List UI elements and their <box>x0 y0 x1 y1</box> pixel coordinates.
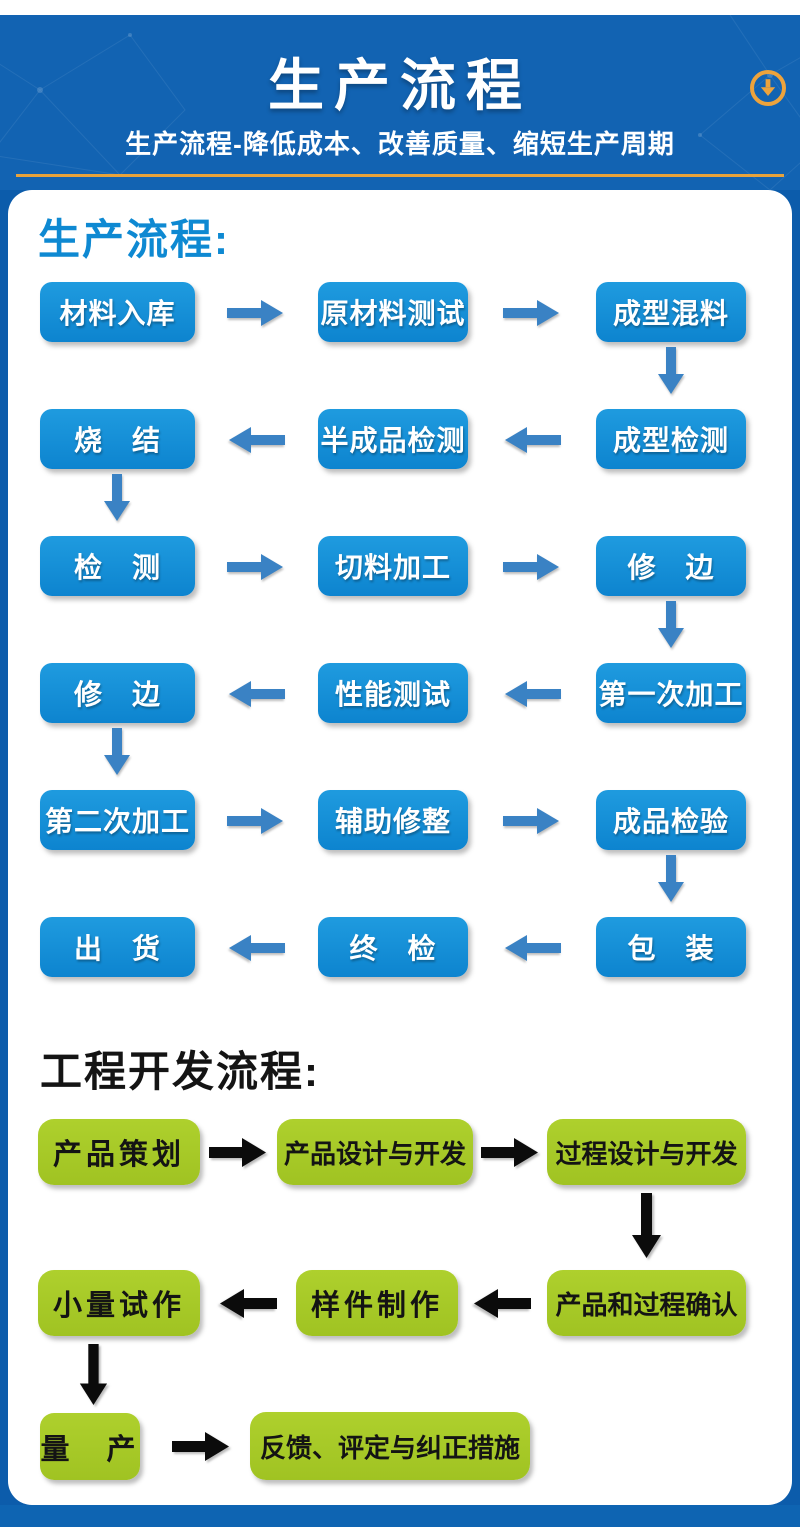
page-subtitle: 生产流程-降低成本、改善质量、缩短生产周期 <box>125 129 675 159</box>
arrow-down-icon <box>104 728 130 775</box>
arrow-right-icon <box>209 1138 266 1167</box>
arrow-right-icon <box>503 300 559 326</box>
process-step-cutting: 切料加工 <box>318 536 468 596</box>
arrow-left-icon <box>229 681 285 707</box>
arrow-left-icon <box>505 681 561 707</box>
gold-divider <box>16 174 784 177</box>
process-step-auxiliary-finishing: 辅助修整 <box>318 790 468 850</box>
arrow-left-icon <box>229 935 285 961</box>
process-step-shipment: 出 货 <box>40 917 195 977</box>
arrow-right-icon <box>172 1432 229 1461</box>
process-step-sintering: 烧 结 <box>40 409 195 469</box>
process-step-material-in: 材料入库 <box>40 282 195 342</box>
development-flow-heading: 工程开发流程: <box>40 1048 320 1095</box>
arrow-left-icon <box>505 935 561 961</box>
dev-step-process-design: 过程设计与开发 <box>547 1119 746 1185</box>
arrow-down-icon <box>632 1193 661 1258</box>
arrow-left-icon <box>474 1289 531 1318</box>
process-step-performance-test: 性能测试 <box>318 663 468 723</box>
process-step-second-machining: 第二次加工 <box>40 790 195 850</box>
process-step-final-inspection: 终 检 <box>318 917 468 977</box>
arrow-right-icon <box>503 808 559 834</box>
arrow-down-icon <box>658 347 684 394</box>
dev-step-sample-making: 样件制作 <box>296 1270 458 1336</box>
arrow-down-icon <box>658 855 684 902</box>
down-arrow-glyph <box>760 79 776 96</box>
dev-step-product-design: 产品设计与开发 <box>277 1119 473 1185</box>
page-header: 生产流程 生产流程-降低成本、改善质量、缩短生产周期 <box>0 15 800 190</box>
process-step-finished-inspection: 成品检验 <box>596 790 746 850</box>
arrow-down-icon <box>104 474 130 521</box>
process-step-packing: 包 装 <box>596 917 746 977</box>
production-flow-heading: 生产流程: <box>38 216 230 263</box>
arrow-right-icon <box>227 554 283 580</box>
arrow-right-icon <box>481 1138 538 1167</box>
dev-step-product-process-confirmation: 产品和过程确认 <box>547 1270 746 1336</box>
arrow-down-icon <box>79 1344 108 1406</box>
dev-step-mass-production: 量 产 <box>40 1413 140 1480</box>
arrow-right-icon <box>503 554 559 580</box>
arrow-right-icon <box>227 808 283 834</box>
process-step-mix-molding: 成型混料 <box>596 282 746 342</box>
dev-step-product-planning: 产品策划 <box>38 1119 200 1185</box>
process-step-trimming-1: 修 边 <box>596 536 746 596</box>
process-step-trimming-2: 修 边 <box>40 663 195 723</box>
footer-bar <box>0 1505 800 1527</box>
top-white-strip <box>0 0 800 15</box>
arrow-left-icon <box>505 427 561 453</box>
process-step-inspection: 检 测 <box>40 536 195 596</box>
arrow-right-icon <box>227 300 283 326</box>
process-step-semi-finished-inspection: 半成品检测 <box>318 409 468 469</box>
process-step-raw-material-test: 原材料测试 <box>318 282 468 342</box>
arrow-down-icon <box>658 601 684 648</box>
arrow-left-icon <box>220 1289 277 1318</box>
process-step-first-machining: 第一次加工 <box>596 663 746 723</box>
process-step-molding-inspection: 成型检测 <box>596 409 746 469</box>
scroll-down-icon[interactable] <box>750 70 786 106</box>
arrow-left-icon <box>229 427 285 453</box>
dev-step-small-batch-trial: 小量试作 <box>38 1270 200 1336</box>
page-title: 生产流程 <box>268 54 532 117</box>
dev-step-feedback-corrective-actions: 反馈、评定与纠正措施 <box>250 1412 530 1480</box>
network-pattern-left-decoration <box>0 33 186 176</box>
